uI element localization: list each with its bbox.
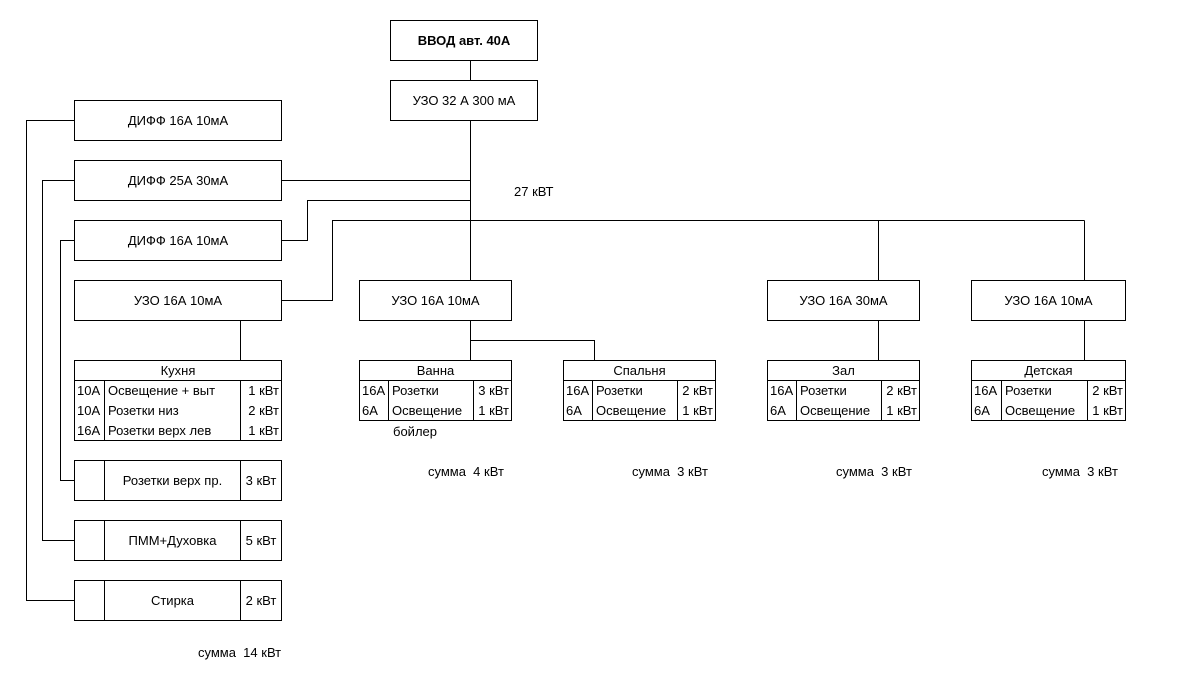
kitchen-dishwasher-oven: ПММ+Духовка 5 кВт <box>74 520 282 561</box>
bath-rcd-label: УЗО 16А 10мА <box>391 293 480 308</box>
circuit-cell: ПММ+Духовка <box>128 533 217 548</box>
breaker-cell: 10А <box>77 383 101 398</box>
kitchen-sum: сумма 14 кВт <box>198 645 282 660</box>
power-cell: 1 кВт <box>682 403 713 418</box>
breaker-cell: 16А <box>974 383 998 398</box>
kids-table: Детская 16А Розетки 2 кВт 6А Освещение 1… <box>971 360 1126 421</box>
bedroom-table: Спальня 16А Розетки 2 кВт 6А Освещение 1… <box>563 360 716 421</box>
power-cell: 1 кВт <box>478 403 509 418</box>
kitchen-diff-2: ДИФФ 25А 30мА <box>74 160 282 201</box>
table-row: 6А Освещение 1 кВт <box>768 401 919 421</box>
breaker-cell: 16А <box>362 383 386 398</box>
kids-table-title: Детская <box>972 361 1125 381</box>
table-row: 10А Освещение + выт 1 кВт <box>75 381 281 401</box>
circuit-cell: Розетки верх пр. <box>122 473 223 488</box>
table-row: 16А Розетки 3 кВт <box>360 381 511 401</box>
table-row: 16А Розетки 2 кВт <box>564 381 715 401</box>
circuit-cell: Розетки <box>392 383 439 398</box>
power-cell: 1 кВт <box>248 423 279 438</box>
kids-rcd: УЗО 16А 10мА <box>971 280 1126 321</box>
power-cell: 2 кВт <box>245 593 277 608</box>
hall-rcd: УЗО 16А 30мА <box>767 280 920 321</box>
kitchen-rcd-label: УЗО 16А 10мА <box>133 293 223 308</box>
main-rcd: УЗО 32 А 300 мА <box>390 80 538 121</box>
circuit-cell: Розетки <box>1005 383 1052 398</box>
power-cell: 2 кВт <box>1092 383 1123 398</box>
kitchen-diff-3: ДИФФ 16А 10мА <box>74 220 282 261</box>
bath-note: бойлер <box>393 424 437 439</box>
breaker-cell: 10А <box>77 403 101 418</box>
table-row: 16А Розетки верх лев 1 кВт <box>75 421 281 441</box>
table-row: 16А Розетки 2 кВт <box>768 381 919 401</box>
breaker-cell: 16А <box>566 383 590 398</box>
kitchen-diff-1: ДИФФ 16А 10мА <box>74 100 282 141</box>
bedroom-table-title: Спальня <box>564 361 715 381</box>
circuit-cell: Стирка <box>150 593 195 608</box>
circuit-cell: Освещение <box>392 403 463 418</box>
main-input-label: ВВОД авт. 40А <box>417 33 511 48</box>
circuit-cell: Розетки <box>596 383 643 398</box>
power-cell: 1 кВт <box>1092 403 1123 418</box>
breaker-cell: 6А <box>362 403 378 418</box>
table-row: 6А Освещение 1 кВт <box>360 401 511 421</box>
breaker-cell: 6А <box>770 403 786 418</box>
hall-rcd-label: УЗО 16А 30мА <box>799 293 888 308</box>
kids-rcd-label: УЗО 16А 10мА <box>1004 293 1093 308</box>
breaker-cell: 16А <box>770 383 794 398</box>
power-cell: 3 кВт <box>245 473 277 488</box>
main-input-breaker: ВВОД авт. 40А <box>390 20 538 61</box>
hall-sum: сумма 3 кВт <box>836 464 912 479</box>
kitchen-table: Кухня 10А Освещение + выт 1 кВт 10А Розе… <box>74 360 282 441</box>
circuit-cell: Освещение <box>800 403 871 418</box>
power-cell: 5 кВт <box>245 533 277 548</box>
breaker-cell: 6А <box>566 403 582 418</box>
power-cell: 2 кВт <box>248 403 279 418</box>
bath-sum: сумма 4 кВт <box>428 464 504 479</box>
breaker-cell: 16А <box>77 423 101 438</box>
main-rcd-label: УЗО 32 А 300 мА <box>412 93 516 108</box>
bedroom-sum: сумма 3 кВт <box>632 464 708 479</box>
bath-table: Ванна 16А Розетки 3 кВт 6А Освещение 1 к… <box>359 360 512 421</box>
circuit-cell: Розетки низ <box>108 403 179 418</box>
kids-sum: сумма 3 кВт <box>1042 464 1118 479</box>
circuit-cell: Освещение + выт <box>108 383 216 398</box>
kitchen-diff-2-label: ДИФФ 25А 30мА <box>127 173 229 188</box>
kitchen-diff-1-label: ДИФФ 16А 10мА <box>127 113 229 128</box>
kitchen-sockets-upper-right: Розетки верх пр. 3 кВт <box>74 460 282 501</box>
power-cell: 2 кВт <box>886 383 917 398</box>
hall-table-title: Зал <box>768 361 919 381</box>
kitchen-rcd: УЗО 16А 10мА <box>74 280 282 321</box>
circuit-cell: Освещение <box>596 403 667 418</box>
power-cell: 1 кВт <box>248 383 279 398</box>
kitchen-diff-3-label: ДИФФ 16А 10мА <box>127 233 229 248</box>
bath-table-title: Ванна <box>360 361 511 381</box>
power-cell: 1 кВт <box>886 403 917 418</box>
total-power-label: 27 кВТ <box>514 184 554 199</box>
power-cell: 2 кВт <box>682 383 713 398</box>
kitchen-laundry: Стирка 2 кВт <box>74 580 282 621</box>
breaker-cell: 6А <box>974 403 990 418</box>
table-row: 16А Розетки 2 кВт <box>972 381 1125 401</box>
circuit-cell: Розетки <box>800 383 847 398</box>
kitchen-table-title: Кухня <box>75 361 281 381</box>
table-row: 6А Освещение 1 кВт <box>564 401 715 421</box>
hall-table: Зал 16А Розетки 2 кВт 6А Освещение 1 кВт <box>767 360 920 421</box>
table-row: 6А Освещение 1 кВт <box>972 401 1125 421</box>
table-row: 10А Розетки низ 2 кВт <box>75 401 281 421</box>
power-cell: 3 кВт <box>478 383 509 398</box>
bath-rcd: УЗО 16А 10мА <box>359 280 512 321</box>
circuit-cell: Освещение <box>1005 403 1076 418</box>
circuit-cell: Розетки верх лев <box>108 423 212 438</box>
